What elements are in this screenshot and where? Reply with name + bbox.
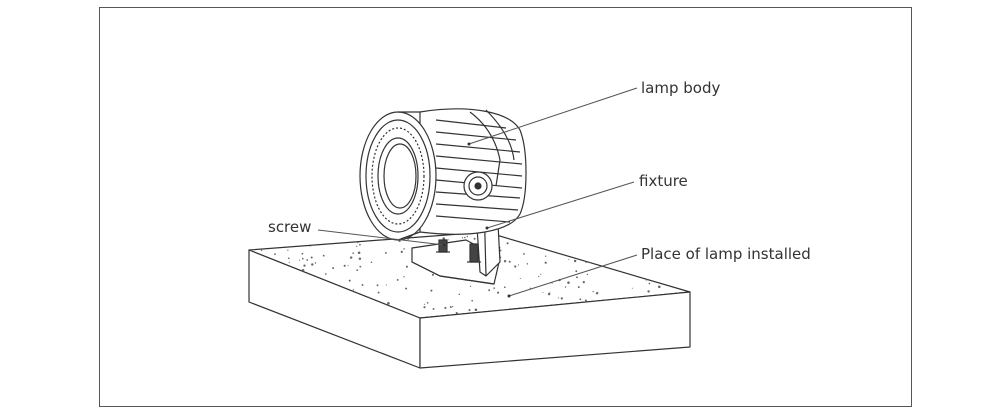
- lamp-body-label: lamp body: [641, 79, 721, 97]
- diagram-frame: [99, 7, 912, 407]
- leader-lamp-body: [468, 87, 638, 145]
- leader-lines: [317, 87, 638, 297]
- leader-fixture: [486, 181, 635, 229]
- screw-label: screw: [268, 218, 312, 236]
- leader-screw: [317, 229, 445, 246]
- leader-place: [508, 254, 638, 297]
- place-of-lamp-installed-label: Place of lamp installed: [641, 245, 811, 263]
- spotlight-lamp-icon: [359, 108, 527, 241]
- base-right-face: [419, 291, 691, 369]
- fixture-label: fixture: [639, 172, 688, 190]
